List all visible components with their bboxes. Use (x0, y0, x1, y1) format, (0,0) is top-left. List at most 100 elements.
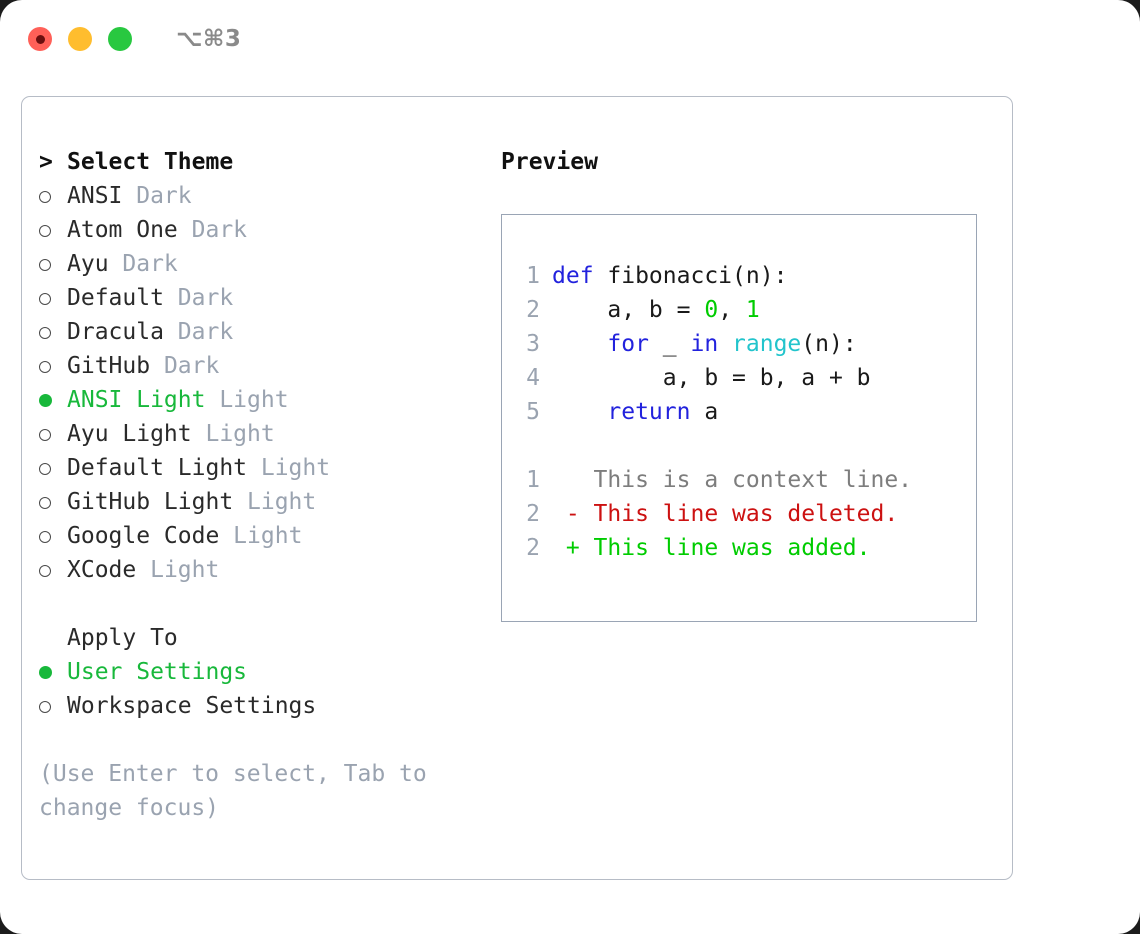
apply-to-title: Apply To (67, 625, 178, 651)
minimize-button[interactable] (68, 27, 92, 51)
radio-dot-icon (39, 462, 51, 475)
radio-unselected-icon (39, 519, 67, 553)
apply-item-1[interactable]: Workspace Settings (39, 689, 499, 723)
line-number: 2 (526, 297, 540, 323)
radio-selected-icon (39, 655, 67, 689)
code-line: 5 return a (514, 395, 970, 429)
apply-item-label: User Settings (67, 659, 248, 685)
theme-item-variant: Dark (108, 251, 178, 277)
radio-dot-icon (39, 190, 51, 203)
close-button[interactable] (28, 27, 52, 51)
code-token-num: 1 (745, 297, 760, 323)
radio-unselected-icon (39, 689, 67, 723)
radio-dot-icon (39, 496, 51, 509)
maximize-button[interactable] (108, 27, 132, 51)
apply-item-0[interactable]: User Settings (39, 655, 499, 689)
radio-unselected-icon (39, 281, 67, 315)
code-token-kw: return (607, 399, 691, 425)
theme-item-6[interactable]: ANSI Light Light (39, 383, 499, 417)
radio-dot-icon (39, 530, 51, 543)
code-token-id: a, b = (552, 297, 705, 323)
code-token-id (552, 399, 607, 425)
code-token-fn: range (732, 331, 802, 357)
radio-unselected-icon (39, 485, 67, 519)
theme-item-label: Atom One (67, 217, 178, 243)
code-token-id: _ (648, 331, 691, 357)
theme-item-variant: Light (205, 387, 289, 413)
code-token-id: (n): (801, 331, 857, 357)
preview-title: Preview (501, 149, 598, 175)
radio-unselected-icon (39, 315, 67, 349)
radio-dot-icon (39, 292, 51, 305)
theme-item-variant: Dark (163, 285, 234, 311)
code-token-id: fibonacci (593, 263, 733, 289)
theme-item-variant: Light (233, 489, 317, 515)
recording-indicator-icon (35, 34, 45, 44)
radio-dot-icon (39, 666, 52, 679)
select-theme-title: Select Theme (67, 149, 234, 175)
diff-line-del: 2 - This line was deleted. (514, 497, 970, 531)
theme-item-label: Ayu (67, 251, 109, 277)
title-bar: ⌥⌘3 (0, 0, 1140, 78)
theme-item-variant: Dark (177, 217, 248, 243)
theme-item-11[interactable]: XCode Light (39, 553, 499, 587)
radio-selected-icon (39, 383, 67, 417)
code-token-id (552, 331, 607, 357)
radio-dot-icon (39, 326, 51, 339)
radio-dot-icon (39, 394, 52, 407)
theme-item-variant: Dark (163, 319, 234, 345)
theme-item-label: GitHub (67, 353, 151, 379)
theme-item-label: Dracula (67, 319, 164, 345)
diff-text: - This line was deleted. (552, 501, 899, 527)
diff-text: This is a context line. (552, 467, 913, 493)
code-token-kw: for (607, 331, 649, 357)
theme-item-variant: Light (247, 455, 331, 481)
theme-item-10[interactable]: Google Code Light (39, 519, 499, 553)
theme-item-9[interactable]: GitHub Light Light (39, 485, 499, 519)
radio-dot-icon (39, 258, 51, 271)
caret-icon: > (39, 149, 53, 175)
radio-dot-icon (39, 428, 51, 441)
radio-dot-icon (39, 224, 51, 237)
code-line: 2 a, b = 0, 1 (514, 293, 970, 327)
keyboard-hint: (Use Enter to select, Tab to change focu… (39, 761, 427, 821)
section-spacer (39, 587, 499, 621)
theme-item-3[interactable]: Default Dark (39, 281, 499, 315)
theme-item-label: GitHub Light (67, 489, 234, 515)
theme-item-label: Google Code (67, 523, 220, 549)
radio-unselected-icon (39, 451, 67, 485)
apply-to-header: Apply To (39, 621, 499, 655)
keyboard-shortcut-label: ⌥⌘3 (176, 26, 242, 52)
theme-item-variant: Dark (122, 183, 192, 209)
theme-item-0[interactable]: ANSI Dark (39, 179, 499, 213)
apply-item-label: Workspace Settings (67, 693, 317, 719)
code-token-kw: in (690, 331, 719, 357)
theme-item-2[interactable]: Ayu Dark (39, 247, 499, 281)
diff-sample: 1 This is a context line.2 - This line w… (514, 463, 970, 565)
window-controls (28, 27, 132, 51)
theme-item-7[interactable]: Ayu Light Light (39, 417, 499, 451)
radio-unselected-icon (39, 553, 67, 587)
theme-item-4[interactable]: Dracula Dark (39, 315, 499, 349)
line-number: 1 (526, 263, 540, 289)
code-line: 3 for _ in range(n): (514, 327, 970, 361)
theme-item-5[interactable]: GitHub Dark (39, 349, 499, 383)
theme-item-label: Default Light (67, 455, 248, 481)
code-token-id: a, b = b, a + b (552, 365, 871, 391)
theme-item-1[interactable]: Atom One Dark (39, 213, 499, 247)
radio-unselected-icon (39, 349, 67, 383)
line-number: 4 (526, 365, 540, 391)
code-token-id: , (718, 297, 746, 323)
theme-item-8[interactable]: Default Light Light (39, 451, 499, 485)
theme-item-label: ANSI Light (67, 387, 206, 413)
theme-item-variant: Light (191, 421, 275, 447)
